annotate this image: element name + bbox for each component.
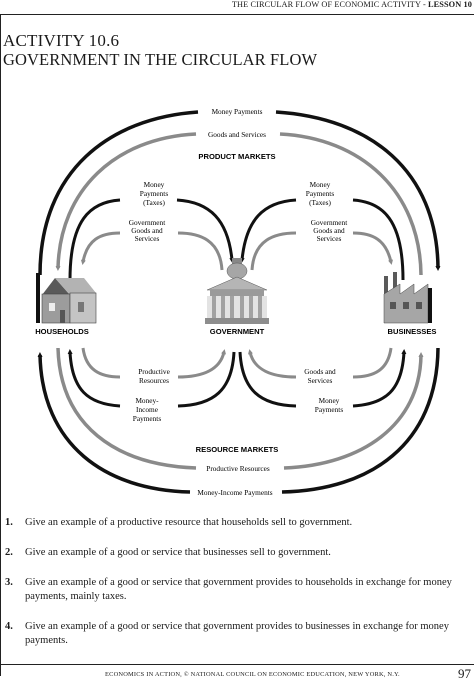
money-payments-arrow-left	[38, 110, 199, 276]
header-rule	[0, 14, 474, 15]
label-money-income-payments: Money-Income Payments	[197, 488, 272, 497]
question-text: Give an example of a good or service tha…	[25, 621, 449, 646]
question-number: 4.	[5, 621, 13, 632]
government-label: GOVERNMENT	[210, 327, 265, 336]
running-header: THE CIRCULAR FLOW OF ECONOMIC ACTIVITY -…	[0, 0, 474, 13]
money-arrow-from-gov	[238, 351, 297, 408]
resources-arrow-from-households	[81, 347, 121, 379]
income-payments-arrow-right	[281, 347, 440, 494]
productive-resources-arrow-right	[283, 352, 424, 470]
taxes-arrow-businesses	[352, 198, 405, 281]
taxes-arrow-businesses-to-gov	[239, 198, 297, 263]
label-goods-services-top: Goods and Services	[208, 130, 266, 139]
households-label: HOUSEHOLDS	[35, 327, 89, 336]
income-payments-arrow-left	[37, 352, 191, 494]
goods-services-arrow-right	[279, 132, 423, 276]
label-left-gov-2: Goods and	[131, 226, 163, 235]
label-right-gov-2: Goods and	[313, 226, 345, 235]
gov-services-arrow-households	[80, 231, 121, 265]
question-text: Give an example of a good or service tha…	[25, 577, 452, 602]
label-left-prod-2: Resources	[139, 376, 169, 385]
label-right-goods-2: Services	[308, 376, 333, 385]
taxes-arrow-households-to-gov	[176, 198, 235, 263]
label-productive-resources: Productive Resources	[206, 464, 270, 473]
label-right-money-b2: Payments	[315, 405, 344, 414]
goods-arrow-from-businesses	[352, 347, 393, 379]
label-right-gov-3: Services	[317, 234, 342, 243]
resources-arrow-to-gov	[177, 349, 227, 379]
footer-rule	[0, 664, 474, 665]
goods-arrow-to-gov	[247, 349, 297, 379]
taxes-arrow-households	[68, 198, 121, 281]
label-right-money-b1: Money	[319, 396, 340, 405]
label-right-gov-1: Government	[311, 218, 347, 227]
label-left-money-3: (Taxes)	[143, 198, 165, 207]
label-left-gov-1: Government	[129, 218, 165, 227]
label-right-money-2: Payments	[306, 189, 335, 198]
footer-credit: ECONOMICS IN ACTION, © NATIONAL COUNCIL …	[105, 671, 400, 678]
page-edge-line	[0, 15, 1, 676]
question-1: 1. Give an example of a productive resou…	[5, 516, 470, 530]
government-capitol-icon	[205, 258, 269, 324]
income-arrow-from-gov	[177, 351, 236, 408]
question-number: 3.	[5, 577, 13, 588]
label-left-income-3: Payments	[133, 414, 162, 423]
money-payments-arrow-right	[275, 110, 441, 271]
label-left-income-2: Income	[136, 405, 158, 414]
circular-flow-diagram: Money Payments Goods and Services PRODUC…	[35, 107, 441, 497]
label-money-payments-top: Money Payments	[212, 107, 263, 116]
page-number: 97	[458, 666, 471, 681]
activity-title: GOVERNMENT IN THE CIRCULAR FLOW	[3, 50, 318, 69]
gov-services-arrow-businesses	[352, 231, 393, 265]
label-left-money-2: Payments	[140, 189, 169, 198]
label-left-income-1: Money-	[135, 396, 159, 405]
question-text: Give an example of a productive resource…	[25, 517, 353, 528]
question-4: 4. Give an example of a good or service …	[5, 620, 470, 648]
label-right-money-1: Money	[310, 180, 331, 189]
businesses-factory-icon	[383, 272, 432, 324]
label-resource-markets: RESOURCE MARKETS	[196, 445, 279, 454]
question-number: 1.	[5, 517, 13, 528]
question-number: 2.	[5, 547, 13, 558]
income-arrow-to-households	[67, 349, 121, 408]
label-left-prod-1: Productive	[138, 367, 170, 376]
label-right-money-3: (Taxes)	[309, 198, 331, 207]
activity-number: ACTIVITY 10.6	[3, 31, 120, 50]
question-2: 2. Give an example of a good or service …	[5, 546, 470, 560]
label-product-markets: PRODUCT MARKETS	[198, 152, 275, 161]
businesses-label: BUSINESSES	[388, 327, 437, 336]
lesson-label: LESSON 10	[427, 0, 472, 9]
goods-services-arrow-left	[55, 132, 197, 271]
gov-services-arrow-from-gov-left	[177, 231, 224, 271]
label-left-gov-3: Services	[135, 234, 160, 243]
households-house-icon	[36, 273, 97, 324]
label-left-money-1: Money	[144, 180, 165, 189]
money-arrow-to-businesses	[352, 349, 407, 408]
running-title: THE CIRCULAR FLOW OF ECONOMIC ACTIVITY	[231, 0, 421, 9]
gov-services-arrow-from-gov-right	[250, 231, 297, 271]
header-separator: -	[420, 0, 428, 9]
productive-resources-arrow-left	[56, 347, 197, 470]
question-3: 3. Give an example of a good or service …	[5, 576, 470, 604]
label-right-goods-1: Goods and	[304, 367, 336, 376]
question-text: Give an example of a good or service tha…	[25, 547, 331, 558]
